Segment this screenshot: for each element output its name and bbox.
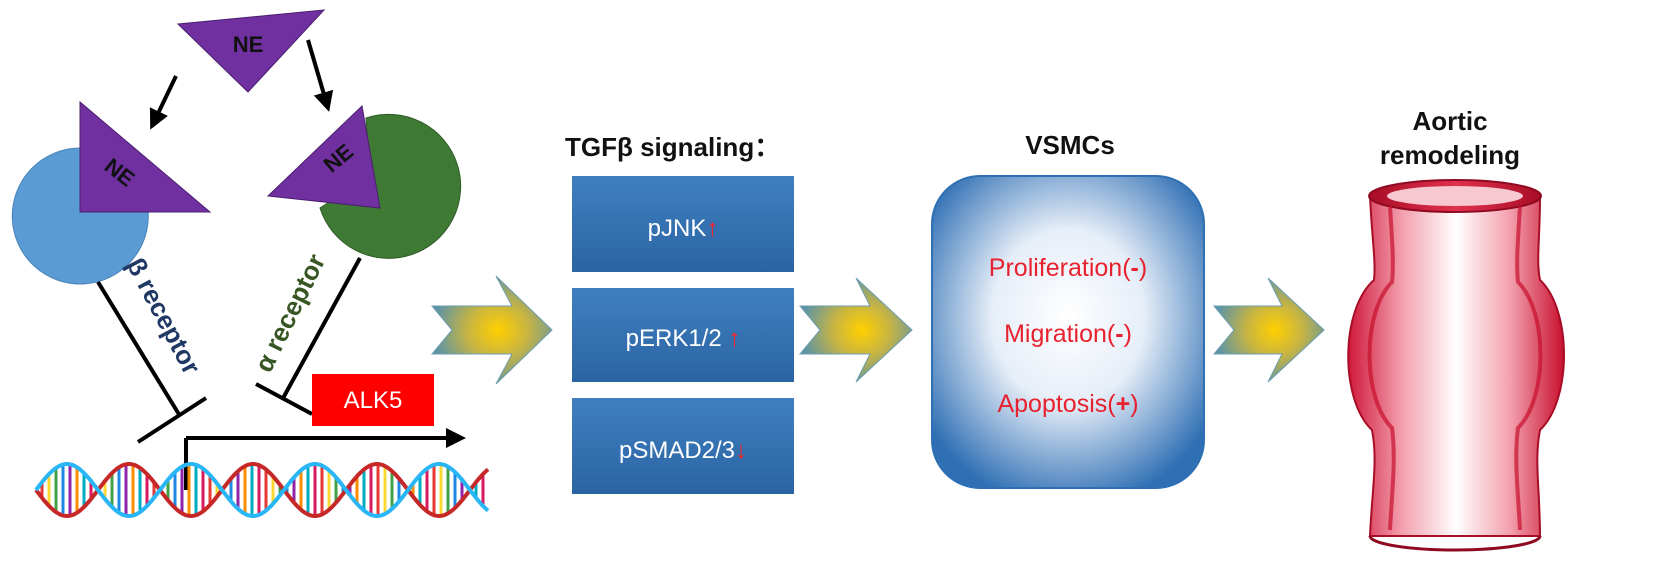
beta-receptor-label: β receptor: [121, 253, 207, 379]
beta-receptor: [11, 147, 149, 285]
alk5-label: ALK5: [344, 387, 403, 414]
ne-right-triangle: NE: [266, 104, 381, 209]
vsmc-title: VSMCs: [1025, 130, 1115, 160]
alpha-receptor-label: α receptor: [248, 249, 331, 377]
alk5-box: ALK5: [312, 374, 434, 426]
alpha-inhibition-line: [255, 257, 362, 416]
svg-text:pERK1/2 ↑: pERK1/2 ↑: [626, 325, 741, 352]
ne-top-label: NE: [233, 32, 264, 57]
vsmc-item-apoptosis: Apoptosis(+): [997, 390, 1138, 418]
up-arrow-icon: ↑: [728, 325, 740, 352]
aortic-title-line1: Aortic: [1412, 106, 1487, 136]
tgf-box-perk: pERK1/2 ↑: [572, 288, 794, 382]
down-arrow-icon: ↓: [735, 437, 747, 464]
ne-left-triangle: NE: [79, 100, 212, 213]
svg-text:pJNK↑: pJNK↑: [648, 215, 719, 242]
up-arrow-icon: ↑: [706, 215, 718, 242]
ne-arrow-right: [306, 39, 334, 112]
aortic-title-line2: remodeling: [1380, 140, 1520, 170]
aorta-aneurysm-icon: [1347, 179, 1565, 552]
dna-helix-icon: [34, 462, 490, 518]
tgf-title: TGFβ signaling：: [565, 132, 780, 162]
beta-inhibition-line: [96, 280, 208, 444]
ne-arrow-left: [149, 75, 178, 130]
tgf-item-label: pSMAD2/3: [619, 437, 735, 464]
vsmc-box: Proliferation(-) Migration(-) Apoptosis(…: [931, 175, 1205, 489]
flow-arrow-2: [798, 277, 913, 383]
alpha-receptor: [319, 113, 462, 259]
tgf-box-pjnk: pJNK↑: [572, 176, 794, 272]
ne-top-triangle: NE: [176, 9, 326, 93]
tgf-item-label: pJNK: [648, 215, 707, 242]
vsmc-item-migration: Migration(-): [1004, 320, 1132, 348]
tgf-item-label: pERK1/2: [626, 325, 729, 352]
tgf-box-psmad: pSMAD2/3↓: [572, 398, 794, 494]
flow-arrow-3: [1212, 277, 1325, 383]
flow-arrow-1: [430, 275, 553, 385]
svg-text:pSMAD2/3↓: pSMAD2/3↓: [619, 437, 747, 464]
vsmc-item-proliferation: Proliferation(-): [989, 254, 1147, 282]
